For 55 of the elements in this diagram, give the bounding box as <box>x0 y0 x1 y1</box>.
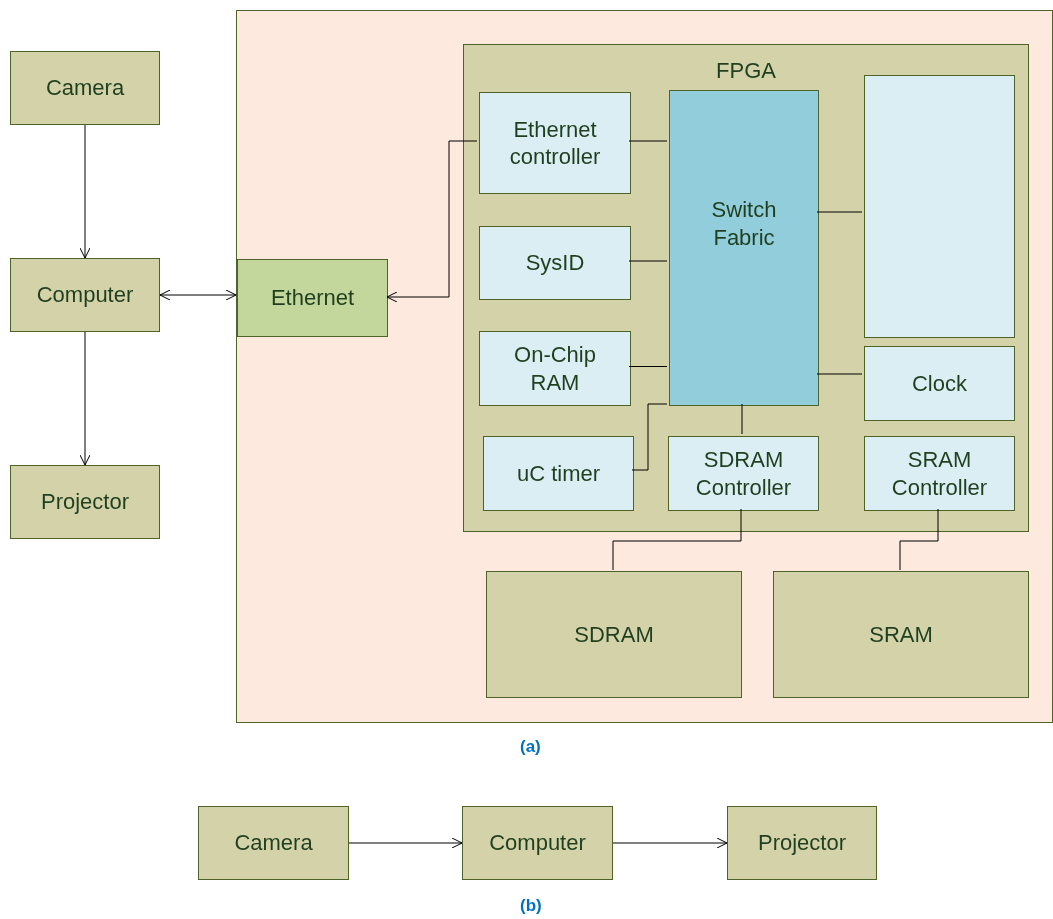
node-label: SRAM <box>868 620 934 649</box>
arrow <box>79 124 91 259</box>
arrow <box>159 289 237 301</box>
node-label: Computer <box>488 829 587 857</box>
component-box <box>237 259 388 337</box>
connector-line <box>628 366 668 367</box>
node-label: Projector <box>39 488 130 516</box>
node-label: FPGA <box>715 57 777 85</box>
component-box <box>10 51 160 125</box>
arrow <box>79 331 91 466</box>
component-box <box>479 226 631 300</box>
node-label: Camera <box>44 74 126 102</box>
panel-caption: (a) <box>520 737 541 757</box>
node-label: Switch Fabric <box>710 196 778 251</box>
arrow <box>348 837 463 849</box>
panel-caption: (b) <box>520 896 542 916</box>
component-box <box>479 331 631 406</box>
node-label: SRAM Controller <box>890 446 989 501</box>
node-label: Projector <box>756 829 847 857</box>
component-box <box>773 571 1029 698</box>
component-box <box>483 436 634 511</box>
node-label: SDRAM <box>573 620 655 649</box>
component-box <box>479 92 631 194</box>
component-box <box>864 346 1015 421</box>
node-label: Ethernet controller <box>508 115 602 171</box>
component-box <box>198 806 349 880</box>
node-label: Computer <box>35 281 135 309</box>
connector-line <box>631 403 668 471</box>
connector-line <box>816 211 863 213</box>
node-label: SysID <box>524 249 586 277</box>
board-panel <box>236 10 1053 723</box>
component-box <box>486 571 742 698</box>
component-box <box>10 258 160 332</box>
component-box <box>727 806 877 880</box>
connector-line <box>628 140 668 142</box>
node-label: Ethernet <box>269 284 356 312</box>
connector-line <box>899 508 939 571</box>
arrow <box>612 837 728 849</box>
connector-line <box>628 260 668 262</box>
connector-line <box>612 508 742 571</box>
fpga-block <box>463 44 1029 532</box>
node-label: uC timer <box>515 459 602 488</box>
bus-block <box>669 90 819 406</box>
node-label: Clock <box>911 369 968 398</box>
node-label: SDRAM Controller <box>694 446 793 501</box>
processor-block <box>864 75 1015 338</box>
connector-line <box>741 403 743 435</box>
component-box <box>668 436 819 511</box>
node-label: On-Chip RAM <box>513 341 597 396</box>
component-box <box>10 465 160 539</box>
node-label: Camera <box>233 829 314 857</box>
component-box <box>864 436 1015 511</box>
component-box <box>462 806 613 880</box>
arrow <box>386 140 478 303</box>
connector-line <box>816 373 863 375</box>
